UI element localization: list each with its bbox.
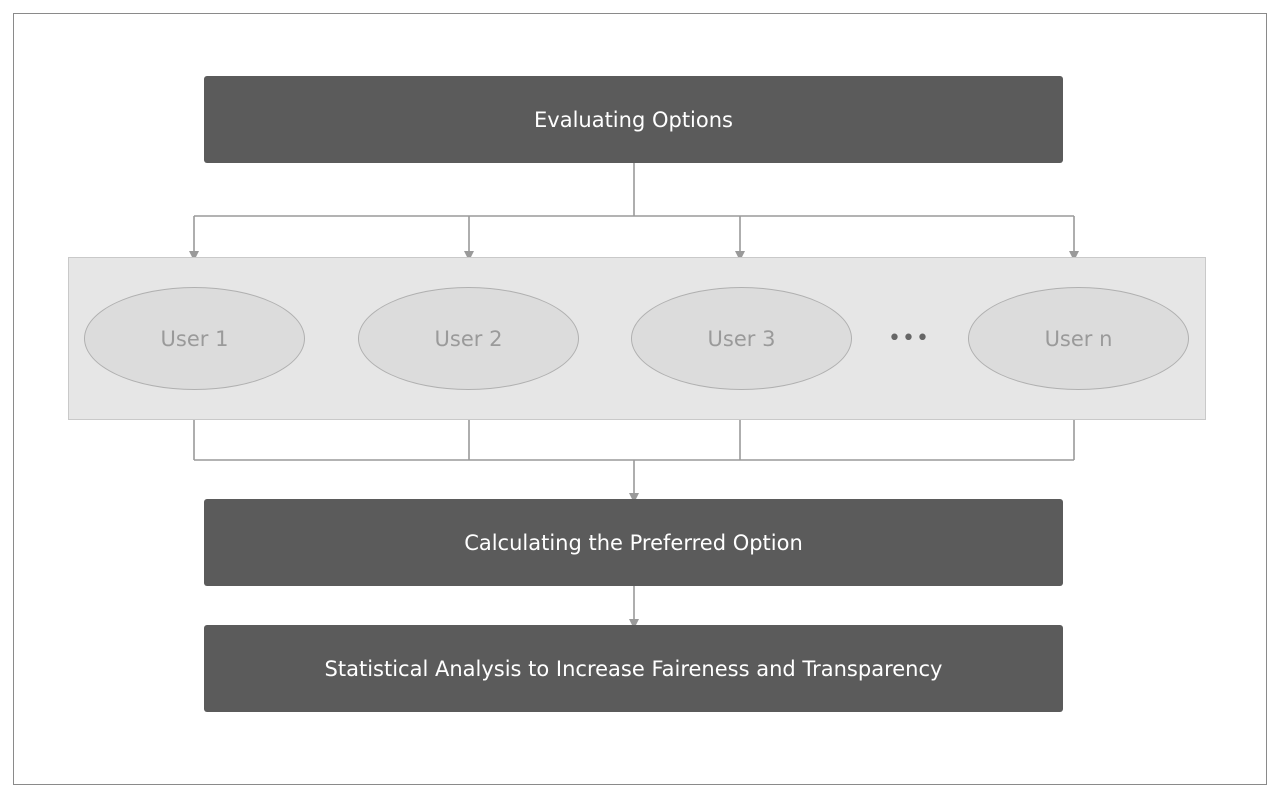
evaluating-options-box: Evaluating Options: [204, 76, 1063, 163]
user-node-2: User 2: [358, 287, 579, 390]
user-node-n-label: User n: [1044, 326, 1113, 351]
more-users-ellipsis: •••: [888, 325, 930, 351]
calculating-preferred-option-box: Calculating the Preferred Option: [204, 499, 1063, 586]
user-node-n: User n: [968, 287, 1189, 390]
statistical-analysis-label: Statistical Analysis to Increase Fairene…: [324, 656, 943, 681]
evaluating-options-label: Evaluating Options: [534, 107, 733, 132]
user-node-3-label: User 3: [707, 326, 776, 351]
user-node-2-label: User 2: [434, 326, 503, 351]
user-node-3: User 3: [631, 287, 852, 390]
user-node-1-label: User 1: [160, 326, 229, 351]
user-node-1: User 1: [84, 287, 305, 390]
statistical-analysis-box: Statistical Analysis to Increase Fairene…: [204, 625, 1063, 712]
calculating-preferred-option-label: Calculating the Preferred Option: [464, 530, 803, 555]
